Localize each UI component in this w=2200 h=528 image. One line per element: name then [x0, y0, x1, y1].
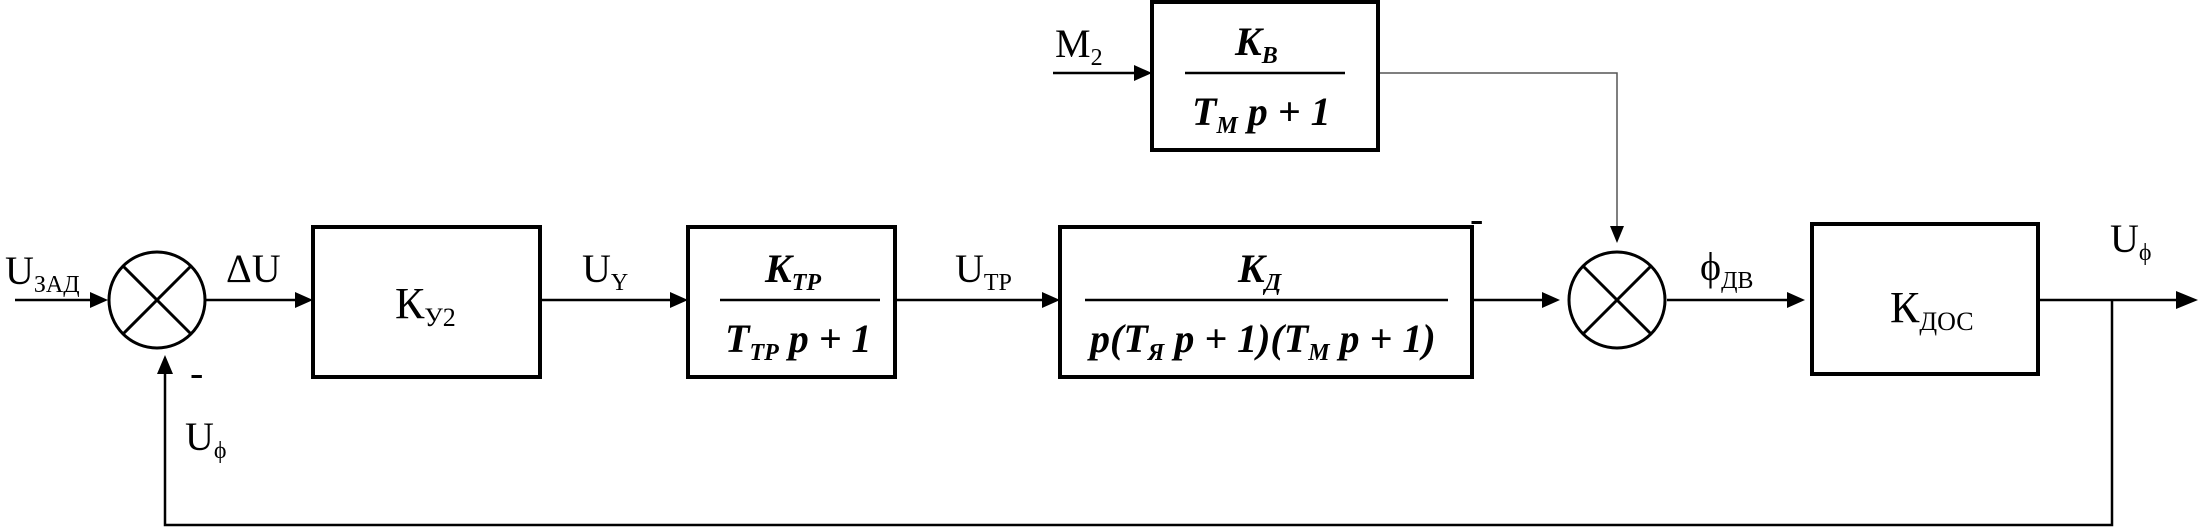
- arrow-ku2: [295, 292, 313, 308]
- block-k-dos: [1810, 222, 2040, 376]
- label-u-phi-feedback: Uϕ: [185, 414, 227, 464]
- sign-sum1-minus: -: [190, 350, 203, 395]
- numerator-k-v: KB: [1234, 19, 1278, 69]
- wires: [15, 65, 2198, 527]
- numerator-k-d: KД: [1237, 246, 1283, 296]
- block-k-d: [1058, 225, 1474, 379]
- sign-sum2-minus: -: [1470, 196, 1483, 241]
- summing-junction-2: [1567, 250, 1667, 350]
- block-k-u2: [311, 225, 542, 379]
- wire-kv-sum2: [1378, 72, 1618, 232]
- label-u-zad: UЗАД: [5, 248, 80, 298]
- summing-junction-1: [107, 250, 207, 350]
- text-k-dos: КДОС: [1890, 283, 1974, 336]
- block-k-v: [1150, 0, 1380, 152]
- text-k-u2: КУ2: [395, 279, 456, 332]
- arrow-ktr: [670, 292, 688, 308]
- label-phi-dv: ϕДВ: [1700, 244, 1753, 294]
- block-k-tr: [686, 225, 897, 379]
- arrow-sum2: [1542, 292, 1560, 308]
- arrow-kv-sum2: [1610, 226, 1624, 243]
- denominator-k-v: TM p + 1: [1192, 89, 1331, 139]
- denominator-k-tr: TTP p + 1: [725, 316, 872, 366]
- arrow-kv: [1134, 65, 1152, 81]
- label-delta-u: ΔU: [226, 246, 281, 291]
- arrow-kd: [1042, 292, 1060, 308]
- arrow-feedback: [157, 355, 173, 374]
- arrow-kdos: [1787, 292, 1805, 308]
- denominator-k-d: p(TЯ p + 1)(TM p + 1): [1087, 316, 1436, 366]
- wire-feedback: [163, 300, 2114, 527]
- label-m2: M2: [1055, 21, 1103, 71]
- arrow-input: [90, 292, 108, 308]
- label-u-tr: UТР: [955, 246, 1012, 296]
- arrow-output: [2176, 291, 2198, 309]
- label-u-y: UY: [582, 246, 628, 296]
- numerator-k-tr: KTP: [764, 246, 821, 296]
- label-u-phi-output: Uϕ: [2110, 216, 2152, 266]
